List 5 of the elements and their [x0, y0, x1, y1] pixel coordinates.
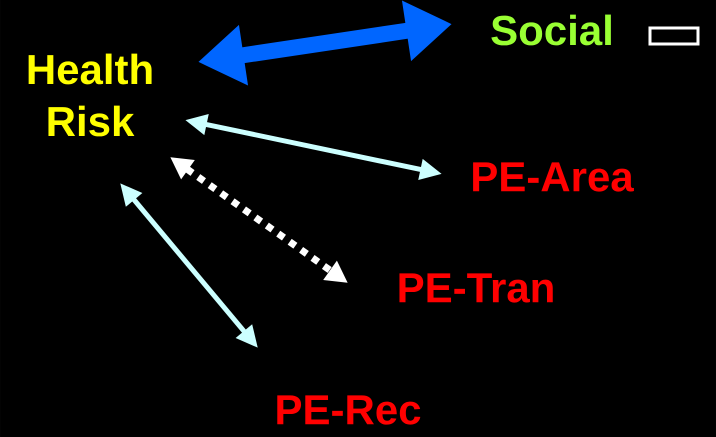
- node-label: PE-Area: [473, 162, 634, 192]
- node-label: Social: [491, 14, 611, 46]
- node-label: Health Risk: [28, 54, 152, 136]
- node-label: PE-Tran: [399, 273, 553, 303]
- node-label: PE-Rec: [277, 395, 420, 425]
